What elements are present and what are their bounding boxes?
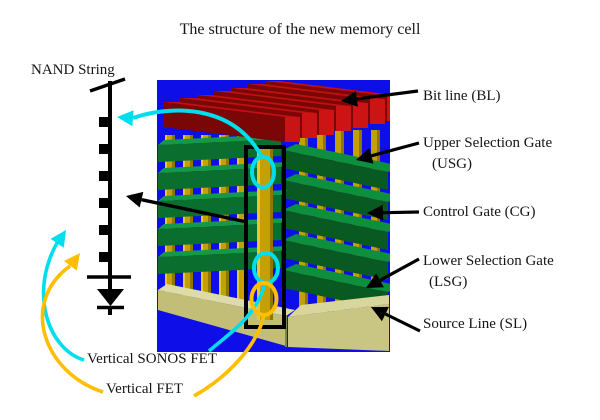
yellow-arrowhead-left [64,253,80,271]
vertical-sonos-fet-label: Vertical SONOS FET [87,351,217,367]
sonos-label-to-string-curve [41,242,85,362]
nand-string-arrow [126,191,248,224]
nand-string-label: NAND String [31,62,115,78]
fet-label-to-string-curve [40,264,104,394]
source-line-arrow [371,306,421,333]
usg-arrow [356,141,420,164]
lsg-label-line2: (LSG) [429,274,468,290]
oval-to-nand-curve [132,108,264,158]
bitline-arrow [341,89,419,107]
pillar-highlight-rectangle [244,145,286,329]
black-annotations [126,89,421,333]
usg-label-line2: (USG) [432,156,472,172]
figure-title: The structure of the new memory cell [179,21,421,38]
usg-label-line1: Upper Selection Gate [423,135,553,151]
lsg-arrow [366,257,420,288]
memory-cell-3d-figure [157,80,390,352]
bit-line-bars [163,81,390,142]
cyan-arrowhead-left [50,230,66,248]
bit-line-label: Bit line (BL) [423,88,501,104]
yellow-annotations [40,253,279,398]
oval-to-fet-label-curve [193,314,266,398]
cyan-arrowhead-top [117,110,134,127]
nand-string-schematic [87,77,131,315]
control-gate-label: Control Gate (CG) [423,204,536,220]
source-line-label: Source Line (SL) [423,316,528,332]
corner-pillar [257,146,273,320]
diode-symbol [97,289,124,306]
cyan-annotations [41,108,280,362]
vertical-fet-label: Vertical FET [106,381,184,397]
oval-to-sonos-label-curve [207,282,267,353]
control-gate-arrow [367,204,420,221]
gate-stack-right-face [283,144,390,310]
sonos-oval-top [250,154,276,190]
lsg-label-line1: Lower Selection Gate [423,253,554,269]
